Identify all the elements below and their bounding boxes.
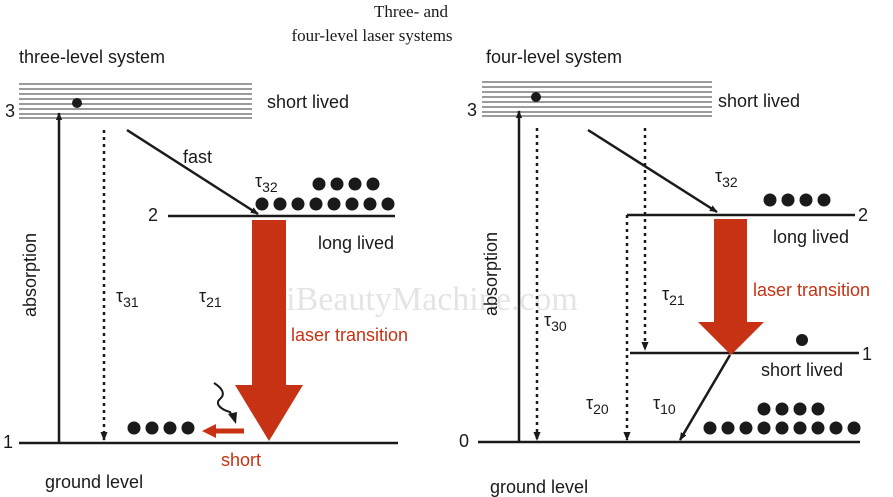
left-tau31-label: τ31	[116, 286, 139, 310]
four-level-system: four-level system 3 short lived 2 long l…	[459, 47, 872, 497]
left-laser-transition-label: laser transition	[291, 325, 408, 345]
right-tau21-label: τ21	[662, 284, 685, 308]
right-level0-description: ground level	[490, 477, 588, 497]
left-short-label: short	[221, 450, 261, 470]
right-level1-electron	[796, 334, 808, 346]
left-fast-label: fast	[183, 147, 212, 167]
right-tau30-label: τ30	[544, 310, 567, 334]
left-photon-arrowhead-icon	[228, 412, 237, 424]
right-fast-arrow	[587, 128, 718, 214]
right-level2-number: 2	[858, 205, 868, 225]
diagram-title-line2: four-level laser systems	[291, 26, 452, 45]
left-level3-description: short lived	[267, 92, 349, 112]
right-level3-description: short lived	[718, 91, 800, 111]
left-level2-description: long lived	[318, 233, 394, 253]
right-level2-description: long lived	[773, 227, 849, 247]
left-level2-number: 2	[148, 205, 158, 225]
right-absorption-label: absorption	[481, 232, 501, 316]
right-level2-population	[763, 193, 831, 207]
left-level3-number: 3	[5, 101, 15, 121]
left-tau21-label: τ21	[199, 286, 222, 310]
left-ground-population	[127, 421, 195, 435]
right-level3-band	[482, 81, 712, 117]
right-level0-number: 0	[459, 431, 469, 451]
right-laser-transition-label: laser transition	[753, 280, 870, 300]
right-tau32-label: τ32	[715, 166, 738, 190]
left-level2-population	[255, 177, 395, 211]
left-level3-band	[19, 83, 252, 119]
four-level-heading: four-level system	[486, 47, 622, 67]
left-short-arrowhead	[202, 424, 216, 438]
right-tau10-arrow	[678, 354, 732, 441]
right-tau10-label: τ10	[653, 393, 676, 417]
left-level1-description: ground level	[45, 472, 143, 492]
right-ground-population	[703, 402, 861, 435]
left-tau32-label: τ32	[255, 171, 278, 195]
left-level1-number: 1	[3, 432, 13, 452]
three-level-system: three-level system 3 short lived 2 long …	[3, 47, 408, 492]
right-level1-description: short lived	[761, 360, 843, 380]
right-level3-number: 3	[467, 100, 477, 120]
left-fast-arrow	[126, 128, 259, 216]
watermark: iBeautyMachine.com	[286, 281, 578, 318]
right-level3-electron	[531, 92, 541, 102]
left-absorption-label: absorption	[20, 233, 40, 317]
diagram-title-line1: Three- and	[374, 2, 449, 21]
left-level3-electron	[72, 98, 82, 108]
left-photon-squiggle-icon	[213, 382, 235, 421]
right-laser-transition-arrow	[698, 219, 764, 355]
right-level1-number: 1	[862, 344, 872, 364]
left-laser-transition-arrow	[235, 220, 303, 441]
three-level-heading: three-level system	[19, 47, 165, 67]
right-tau20-label: τ20	[586, 393, 609, 417]
